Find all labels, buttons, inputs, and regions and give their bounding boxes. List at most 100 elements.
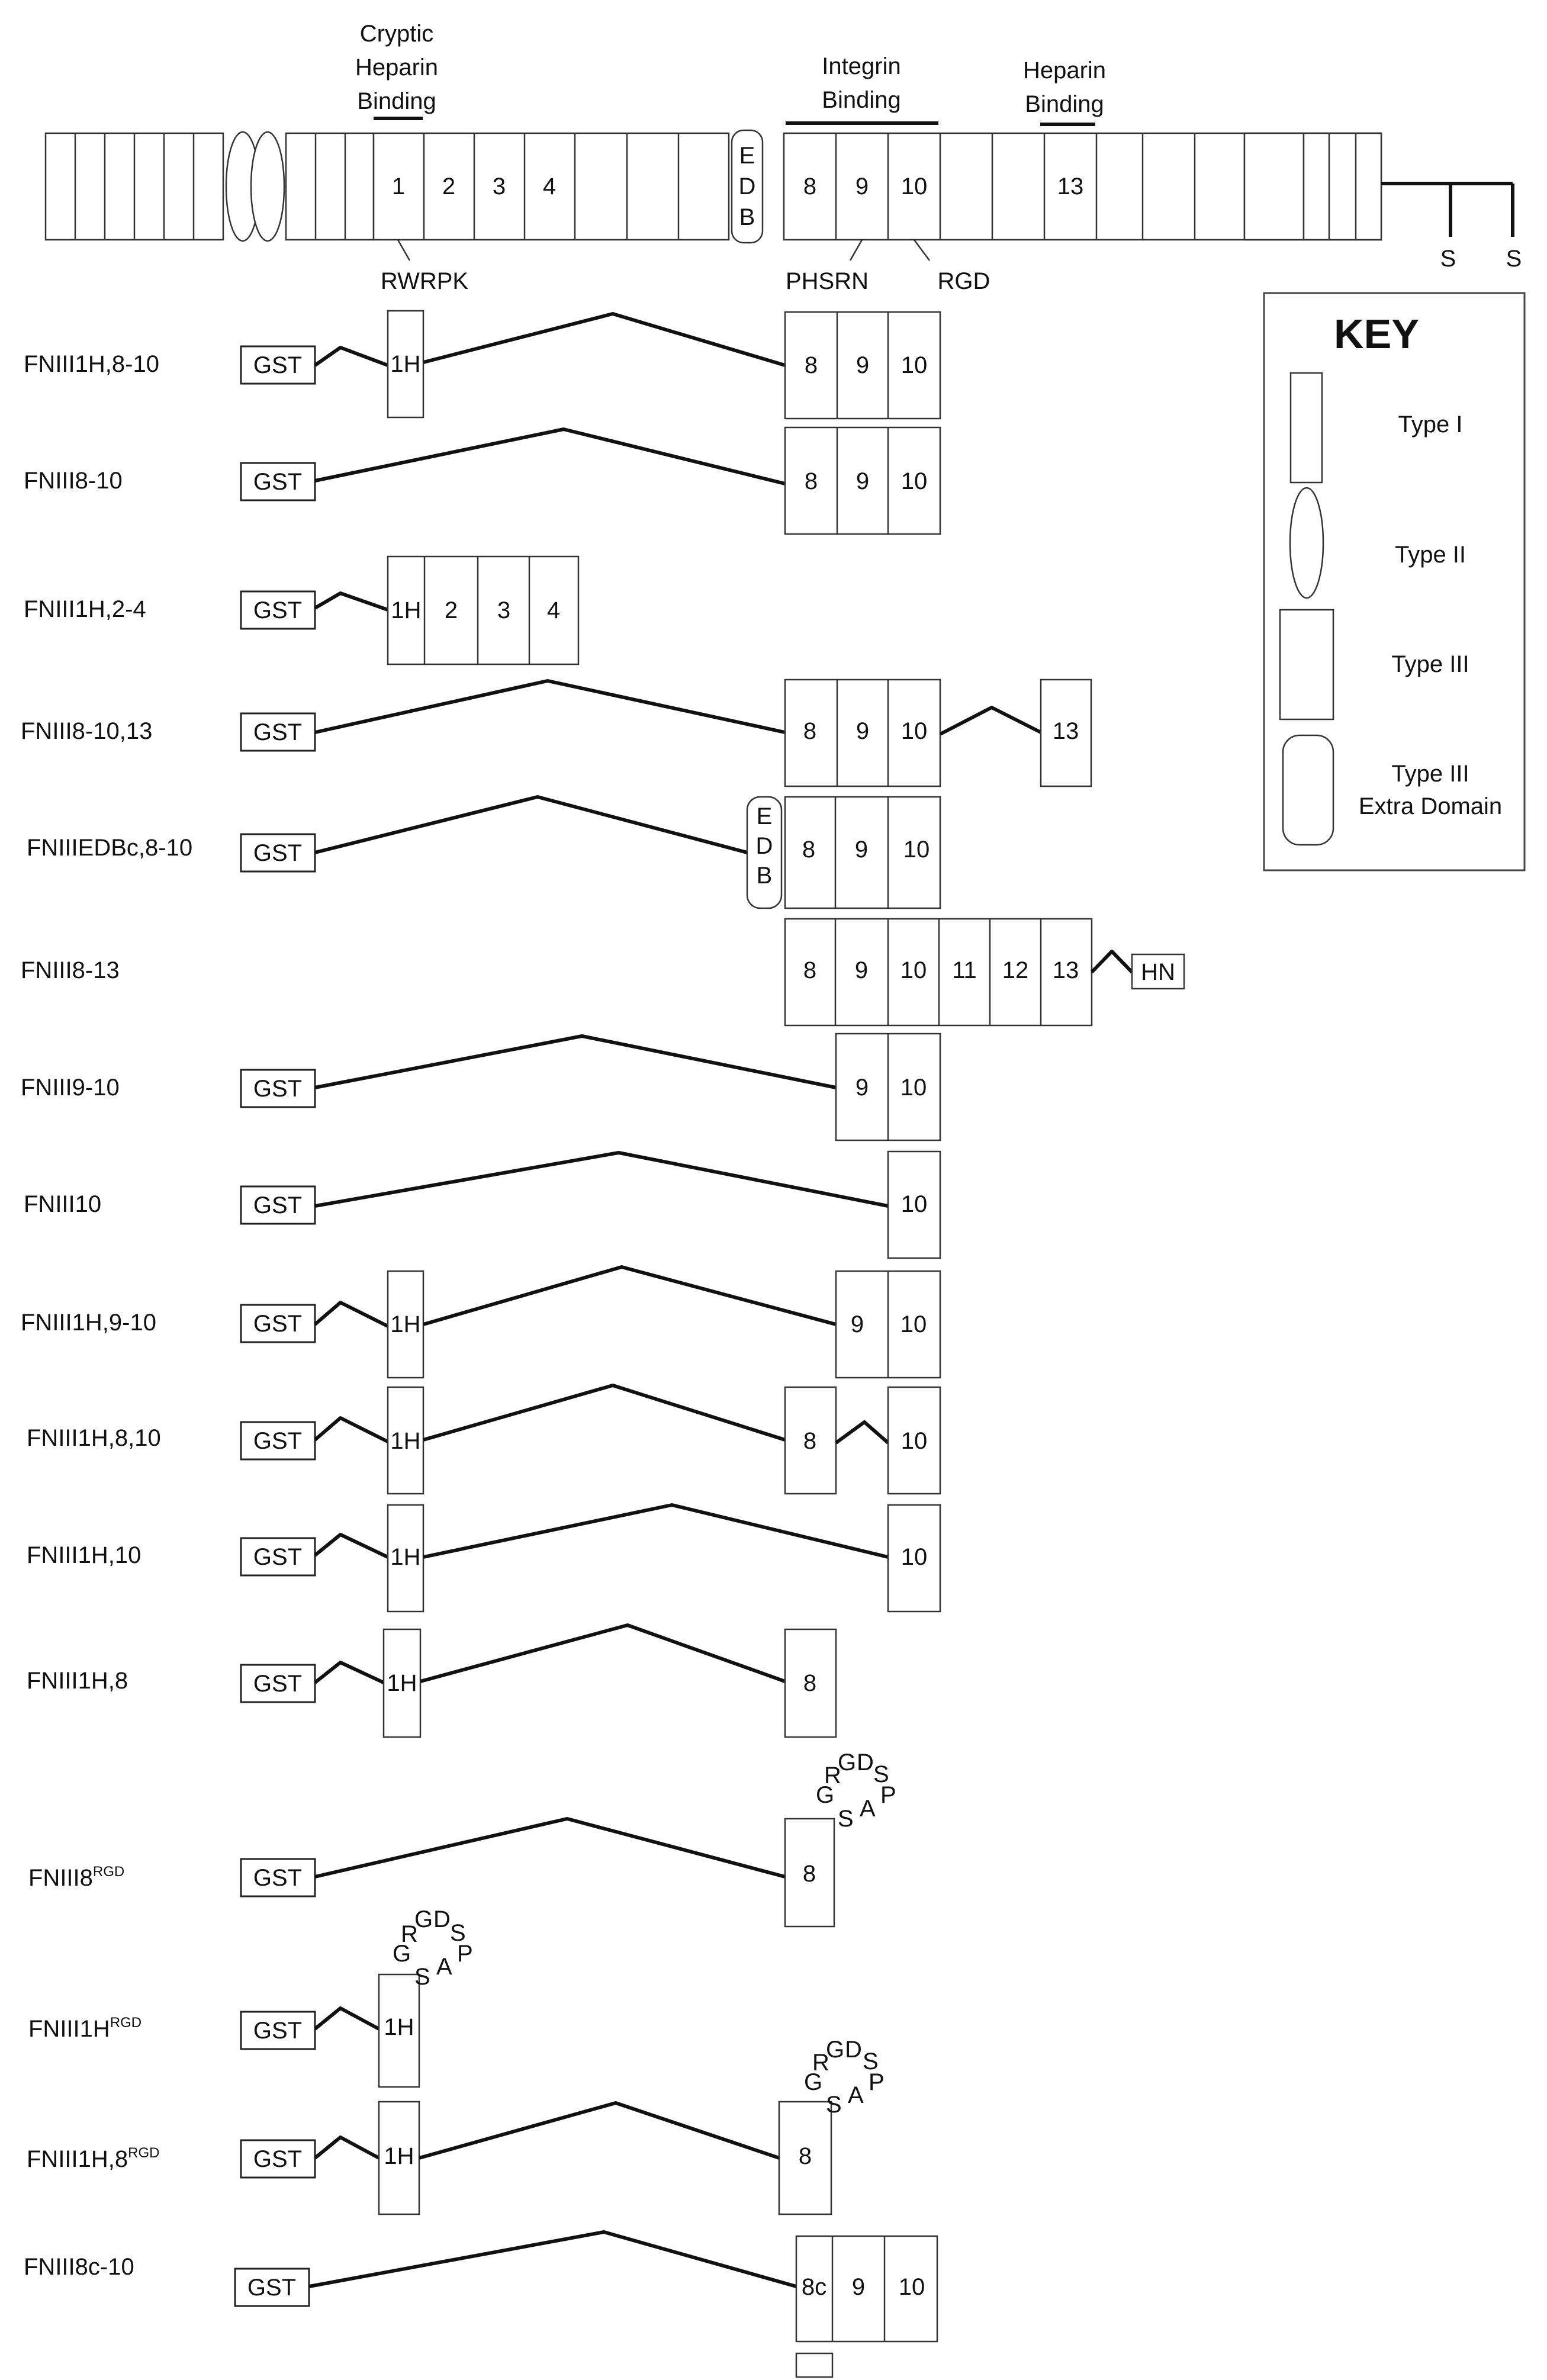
module-label: 8 [803,718,816,744]
module-number-13: 13 [1057,173,1084,200]
gst-tag [240,1664,316,1703]
construct-name: FNIII1H,9-10 [21,1310,156,1336]
key-title: KEY [1334,311,1419,357]
module-label: 9 [856,718,869,744]
module-label: 10 [901,718,928,744]
gst-tag-label: GST [253,1544,302,1570]
loop-letter: S [450,1920,466,1946]
gst-tag-label: GST [253,1311,302,1337]
integrin-label-line-2: Binding [822,87,900,113]
loop-letter: S [838,1806,854,1832]
construct-row: FNIIIEDBc,8-10 GST E D B 8 9 10 [27,795,941,909]
deletion-linker [419,2101,780,2160]
module-group [784,796,941,909]
cropped-module-edge [795,2352,834,2378]
linker [314,1533,389,1559]
module-number-8: 8 [803,173,816,200]
linker [835,1420,889,1445]
construct-name-superscript: RGD [110,2015,141,2031]
gst-tag-label: GST [253,1865,302,1891]
gst-tag-label: GST [253,352,302,378]
module-label: 10 [900,957,927,983]
loop-letter: R [401,1921,418,1947]
construct-name: FNIII8-10 [24,468,123,494]
type-i-module-group-middle [285,132,375,241]
linker [939,706,1042,736]
module-label: 10 [900,1075,927,1101]
gst-tag-label: GST [253,1671,302,1697]
edb-letter-d: D [739,173,756,200]
loop-letter: G [804,2069,822,2095]
rwrpk-site-label: RWRPK [381,268,468,294]
module-8 [784,1386,837,1495]
loop-letter: G [414,1906,433,1932]
module-label: 1H [391,597,421,623]
construct-name: FNIII1H,8RGD [27,2145,160,2172]
module-label: 1H [390,1544,420,1570]
gst-tag-label: GST [253,840,302,866]
module-label: 10 [903,837,930,863]
deletion-linker [423,312,786,367]
module-10 [887,1150,941,1259]
module-number-4: 4 [543,173,556,200]
construct-name-superscript: RGD [128,2145,159,2161]
module-group [784,678,941,787]
key-type-iii-label: Type III [1391,651,1469,677]
module-label: 9 [855,837,868,863]
construct-name: FNIII10 [24,1191,101,1217]
module-label: 8 [802,837,815,863]
module-group [784,426,941,535]
construct-row: FNIII1H,9-10 GST 1H 9 10 [21,1265,941,1379]
key-type-iii-extra-label-line-1: Type III [1391,761,1469,787]
linker [1090,950,1134,974]
key-type-ii-swatch [1289,487,1324,599]
gst-tag-label: GST [253,1192,302,1218]
loop-letter: D [433,1906,451,1932]
deletion-linker [423,1384,786,1442]
hn-tag-label: HN [1141,959,1175,985]
type-i-module-group-right [1302,132,1382,241]
gst-tag [234,2268,310,2307]
edb-extra-domain [731,129,764,244]
module-label: 1H [390,1428,420,1454]
rgd-loop: R G D S G S A P [816,1749,896,1832]
module-1h [378,1973,420,2088]
disulfide-s-2: S [1506,246,1522,272]
gst-tag [240,1421,316,1461]
module-1h [382,1628,422,1738]
module-label: 11 [952,957,977,983]
module-8 [778,2101,832,2215]
module-label: 9 [856,352,869,378]
construct-row: FNIII8RGD GST 8 R G D S G S A P [28,1749,896,1928]
module-number-3: 3 [493,173,506,200]
linker [314,2135,380,2160]
module-label: 10 [901,1191,928,1217]
type-ii-module-2 [250,131,285,242]
cryptic-label-line-2: Heparin [355,54,438,81]
deletion-linker [314,1151,889,1208]
module-label: 10 [901,468,928,494]
deletion-linker [420,1623,786,1683]
type-iii-variable-region [1243,132,1305,241]
construct-row: FNIII8-10,13 GST 8 9 10 13 [21,678,1092,787]
construct-row: FNIII1HRGD GST 1H R G D S G S A P [28,1906,473,2088]
loop-letter: S [863,2048,879,2075]
module-1h [387,1504,424,1613]
construct-name: FNIII8-10,13 [21,718,152,744]
edb-letter: E [757,803,773,829]
module-number-2: 2 [442,173,455,200]
loop-letter: P [880,1782,896,1808]
integrin-label-line-1: Integrin [822,53,900,79]
deletion-linker [308,2230,797,2288]
cryptic-label-line-3: Binding [357,88,436,114]
deletion-linker [314,1817,786,1879]
construct-name: FNIII1H,2-4 [24,596,146,622]
module-10 [887,1386,941,1495]
key-type-iii-extra-swatch [1282,734,1334,846]
module-group [795,2235,938,2343]
gst-tag-label: GST [253,2146,302,2172]
construct-name: FNIII1H,10 [27,1542,141,1568]
rgd-site-label: RGD [938,268,990,294]
module-label: 9 [855,1075,869,1101]
construct-row: FNIII1H,10 GST 1H 10 [27,1503,941,1613]
